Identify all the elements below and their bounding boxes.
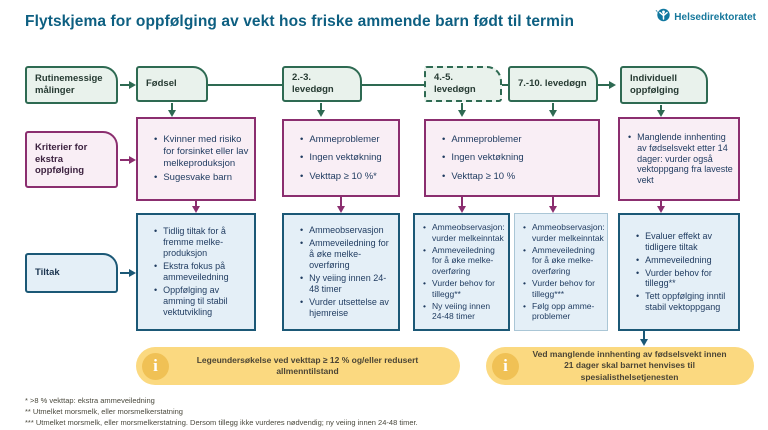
arrow-criteria1-down (192, 201, 200, 213)
arrow-tiltak5-to-callout (640, 331, 648, 346)
stage-7-10-levedogn: 7.-10. levedøgn (508, 66, 598, 102)
connector-fodsel-to-2-3 (208, 84, 282, 86)
criteria-box-individuell: Manglende innhenting av fødselsvekt ette… (618, 117, 740, 201)
stage-individuell-oppfolging: Individuell oppfølging (620, 66, 708, 104)
arrow-criteria3-down-right (549, 197, 557, 213)
criteria-box-4-10: Ammeproblemer Ingen vektøkning Vekttap ≥… (424, 119, 600, 197)
arrow-4-5-down (458, 103, 466, 117)
info-icon: i (142, 352, 169, 380)
connector-2-3-to-4-5 (362, 84, 424, 86)
connector-7-10-to-individuell (598, 81, 616, 89)
arrow-fodsel-down (168, 103, 176, 117)
stage-fodsel: Fødsel (136, 66, 208, 102)
footnote-1: * >8 % vekttap: ekstra ammeveiledning (25, 396, 155, 405)
criteria-box-fodsel: Kvinner med risiko for forsinket eller l… (136, 117, 256, 201)
helsedirektoratet-logo-icon (654, 7, 670, 28)
connector-label-to-fodsel (120, 81, 136, 89)
page-title: Flytskjema for oppfølging av vekt hos fr… (25, 13, 575, 30)
tiltak-box-7-10: Ammeobservasjon: vurder melkeinntak Amme… (514, 213, 608, 331)
footnotes: * >8 % vekttap: ekstra ammeveiledning **… (25, 396, 735, 429)
arrow-individuell-down (657, 105, 665, 117)
arrow-criteria4-down (657, 201, 665, 213)
logo-text: Helsedirektoratet (674, 12, 756, 23)
info-icon: i (492, 352, 519, 380)
helsedirektoratet-logo: Helsedirektoratet (654, 7, 756, 28)
arrow-7-10-down (549, 103, 557, 117)
arrow-2-3-down (317, 103, 325, 117)
row-label-rutinemessige-malinger: Rutinemessige målinger (25, 66, 118, 104)
tiltak-box-fodsel: Tidlig tiltak for å fremme melke-produks… (136, 213, 256, 331)
footnote-3: *** Utmelket morsmelk, eller morsmelkers… (25, 417, 418, 427)
arrow-criteria2-down (337, 197, 345, 213)
footnote-2: ** Utmelket morsmelk, eller morsmelkerst… (25, 406, 183, 416)
callout-henvisning: i Ved manglende innhenting av fødselsvek… (486, 347, 754, 385)
tiltak-box-2-3: Ammeobservasjon Ammeveiledning for å øke… (282, 213, 400, 331)
stage-2-3-levedogn: 2.-3. levedøgn (282, 66, 362, 102)
row-label-tiltak: Tiltak (25, 253, 118, 293)
tiltak-box-4-5: Ammeobservasjon: vurder melkeinntak Amme… (413, 213, 510, 331)
stage-4-5-levedogn: 4.-5. levedøgn (424, 66, 502, 102)
connector-4-5-to-7-10 (502, 84, 508, 86)
row-label-kriterier: Kriterier for ekstra oppfølging (25, 131, 118, 188)
criteria-box-2-3: Ammeproblemer Ingen vektøkning Vekttap ≥… (282, 119, 400, 197)
connector-kriterier-label (120, 156, 136, 164)
arrow-criteria3-down-left (458, 197, 466, 213)
connector-tiltak-label (120, 269, 136, 277)
callout-legeundersokelse: i Legeundersøkelse ved vekttap ≥ 12 % og… (136, 347, 460, 385)
tiltak-box-individuell: Evaluer effekt av tidligere tiltak Ammev… (618, 213, 740, 331)
